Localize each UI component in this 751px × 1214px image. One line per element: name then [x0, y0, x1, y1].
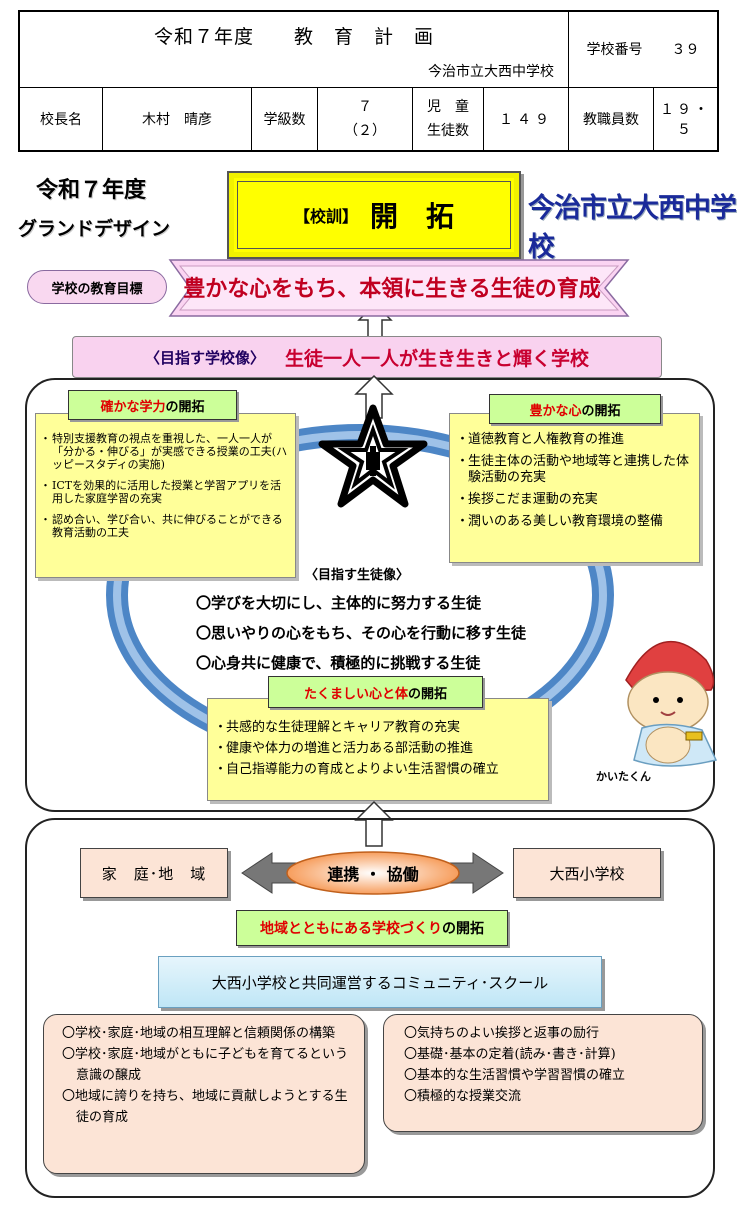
plan-title-cell: 令和７年度 教 育 計 画 今治市立大西中学校	[18, 10, 569, 88]
mascot-name: かいたくん	[596, 770, 651, 783]
school-name-banner: 今治市立大西中学校	[528, 193, 737, 263]
community-left-item: 〇学校･家庭･地域の相互理解と信頼関係の構築	[62, 1026, 336, 1041]
community-right-item: 〇基礎･基本の定着(読み･書き･計算)	[404, 1047, 616, 1062]
motto-text: 開 拓	[370, 200, 455, 233]
students-label-2: 生徒数	[427, 122, 469, 139]
classes-cell: ７ （２）	[317, 86, 413, 152]
arrow-up-icon	[354, 800, 394, 847]
community-right-item: 〇積極的な授業交流	[404, 1089, 522, 1104]
mascot-icon	[625, 641, 718, 767]
academic-item: 特別支援教育の視点を重視した、一人一人が「分かる・伸びる」が実感できる授業の工夫…	[40, 432, 291, 471]
student-aim: 〇思いやりの心をもち、その心を行動に移す生徒	[196, 624, 527, 642]
home-community-box: 家 庭･地 域	[80, 848, 228, 898]
body-note: 共感的な生徒理解とキャリア教育の充実 健康や体力の増進と活力ある部活動の推進 自…	[207, 698, 549, 801]
heart-item: 生徒主体の活動や地域等と連携した体験活動の充実	[456, 454, 695, 486]
goal-text: 豊かな心をもち、本領に生きる生徒の育成	[183, 277, 601, 302]
classes-value: ７	[358, 98, 372, 115]
community-left-item: 〇学校･家庭･地域がともに子どもを育てるという意識の醸成	[62, 1047, 349, 1083]
heart-item: 潤いのある美しい教育環境の整備	[456, 514, 695, 530]
students-label-1: 児 童	[427, 98, 469, 115]
students-label-cell: 児 童 生徒数	[412, 86, 484, 152]
student-aim: 〇学びを大切にし、主体的に努力する生徒	[196, 594, 482, 612]
body-heading-red: たくましい心と体	[303, 686, 408, 702]
community-heading-rest: の開拓	[442, 921, 484, 937]
goal-ribbon	[168, 259, 630, 317]
community-school-bar: 大西小学校と共同運営するコミュニティ･スクール	[158, 956, 602, 1008]
community-left-item: 〇地域に誇りを持ち、地域に貢献しようとする生徒の育成	[62, 1089, 348, 1125]
body-heading-rest: の開拓	[408, 686, 448, 702]
academic-heading-red: 確かな学力	[100, 399, 166, 415]
body-heading: たくましい心と体の開拓	[268, 676, 483, 708]
community-heading-red: 地域とともにある学校づくり	[260, 921, 442, 937]
principal-name: 木村 晴彦	[102, 86, 252, 152]
plan-title-word: 教 育 計 画	[294, 26, 435, 48]
classes-label: 学級数	[251, 86, 318, 152]
community-right-item: 〇気持ちのよい挨拶と返事の励行	[404, 1026, 600, 1041]
community-heading: 地域とともにある学校づくりの開拓	[236, 910, 508, 946]
principal-label: 校長名	[18, 86, 103, 152]
plan-title-year: 令和７年度	[153, 26, 254, 48]
school-number-cell: 学校番号 ３９	[568, 10, 719, 88]
student-aim: 〇心身共に健康で、積極的に挑戦する生徒	[196, 654, 481, 672]
elementary-school-box: 大西小学校	[513, 848, 661, 898]
heart-item: 挨拶こだま運動の充実	[456, 492, 695, 508]
body-item: 共感的な生徒理解とキャリア教育の充実	[214, 719, 544, 736]
link-ellipse	[286, 851, 460, 895]
goal-label: 学校の教育目標	[27, 270, 167, 304]
gd-year: 令和７年度	[36, 178, 147, 203]
staff-label: 教職員数	[568, 86, 654, 152]
academic-note: 特別支援教育の視点を重視した、一人一人が「分かる・伸びる」が実感できる授業の工夫…	[35, 413, 296, 578]
header-school-name: 今治市立大西中学校	[428, 63, 554, 80]
student-image-label: 〈目指す生徒像〉	[305, 568, 410, 583]
academic-heading: 確かな学力の開拓	[68, 390, 237, 420]
lower-frame	[25, 818, 715, 1198]
plan-header-table: 令和７年度 教 育 計 画 今治市立大西中学校 学校番号 ３９ 校長名 木村 晴彦…	[18, 10, 719, 152]
school-number-value: ３９	[671, 42, 700, 59]
academic-item: ICTを効果的に活用した授業と学習アプリを活用した家庭学習の充実	[40, 479, 291, 505]
academic-heading-rest: の開拓	[165, 399, 205, 415]
community-right-list: 〇気持ちのよい挨拶と返事の励行 〇基礎･基本の定着(読み･書き･計算) 〇基本的…	[383, 1014, 703, 1132]
school-vision-bar: 〈目指す学校像〉 生徒一人一人が生き生きと輝く学校	[72, 336, 662, 378]
heart-note: 道徳教育と人権教育の推進 生徒主体の活動や地域等と連携した体験活動の充実 挨拶こ…	[449, 413, 700, 563]
school-motto-plate: 【校訓】 開 拓	[227, 171, 521, 259]
students-value: １４９	[483, 86, 569, 152]
gd-title: グランドデザイン	[18, 218, 171, 240]
school-emblem-icon	[318, 404, 428, 508]
body-item: 健康や体力の増進と活力ある部活動の推進	[214, 740, 544, 757]
body-item: 自己指導能力の育成とよりよい生活習慣の確立	[214, 761, 544, 778]
vision-label: 〈目指す学校像〉	[144, 348, 265, 367]
student-image-list: 〇学びを大切にし、主体的に努力する生徒 〇思いやりの心をもち、その心を行動に移す…	[196, 588, 606, 678]
heart-heading-red: 豊かな心	[529, 403, 582, 419]
link-label: 連携 ・ 協働	[327, 865, 419, 884]
heart-item: 道徳教育と人権教育の推進	[456, 432, 695, 448]
staff-value: １９・５	[653, 86, 719, 152]
heart-heading: 豊かな心の開拓	[489, 394, 661, 424]
classes-sub-value: （２）	[344, 122, 386, 139]
heart-heading-rest: の開拓	[581, 403, 621, 419]
school-number-label: 学校番号	[586, 42, 643, 59]
academic-item: 認め合い、学び合い、共に伸びることができる教育活動の工夫	[40, 513, 291, 539]
community-right-item: 〇基本的な生活習慣や学習習慣の確立	[404, 1068, 626, 1083]
community-left-list: 〇学校･家庭･地域の相互理解と信頼関係の構築 〇学校･家庭･地域がともに子どもを…	[43, 1014, 365, 1174]
vision-text: 生徒一人一人が生き生きと輝く学校	[285, 347, 590, 370]
motto-label: 【校訓】	[293, 207, 358, 226]
